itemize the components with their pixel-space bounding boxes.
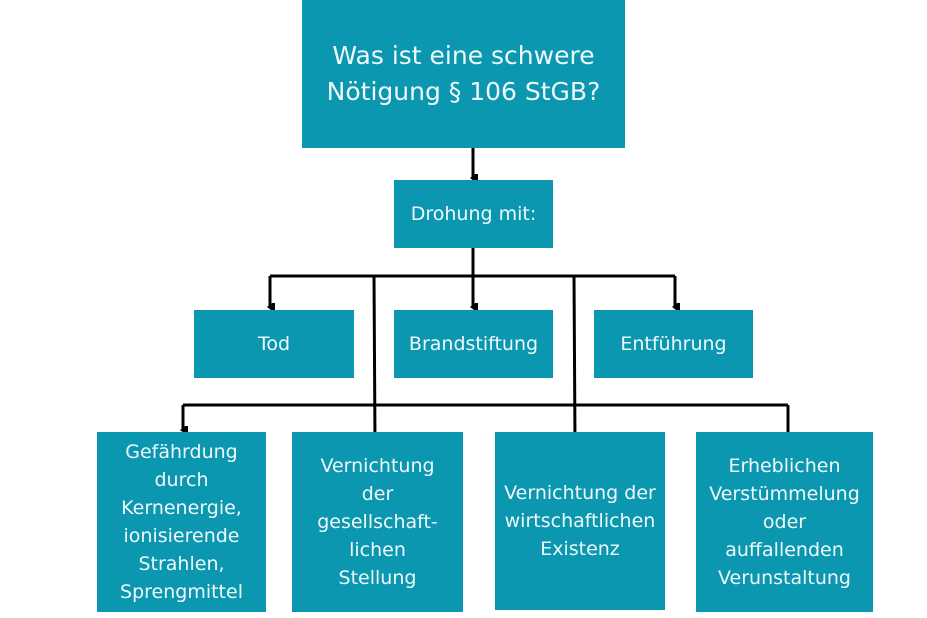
box-tod: Tod: [194, 310, 354, 378]
threat-text: Drohung mit:: [410, 203, 537, 225]
box-gesellschaftlich: Vernichtung der gesellschaft-lichen Stel…: [292, 432, 463, 612]
box-label: Vernichtung der gesellschaft-lichen Stel…: [317, 455, 438, 589]
box-label: Vernichtung der wirtschaftlichen Existen…: [504, 482, 656, 560]
box-label: Entführung: [620, 333, 727, 355]
box-entfuehrung: Entführung: [594, 310, 753, 378]
title-box: Was ist eine schwere Nötigung § 106 StGB…: [302, 0, 625, 148]
box-label: Erheblichen Verstümmelung oder auffallen…: [709, 455, 860, 589]
title-text: Was ist eine schwere Nötigung § 106 StGB…: [326, 41, 601, 106]
box-label: Gefährdung durch Kernenergie, ionisieren…: [120, 441, 243, 603]
box-label: Brandstiftung: [408, 333, 539, 355]
box-kernenergie: Gefährdung durch Kernenergie, ionisieren…: [97, 432, 266, 612]
box-label: Tod: [257, 333, 291, 355]
box-brandstiftung: Brandstiftung: [394, 310, 553, 378]
threat-box: Drohung mit:: [394, 180, 553, 248]
box-wirtschaftlich: Vernichtung der wirtschaftlichen Existen…: [495, 432, 665, 610]
box-verstuemmelung: Erheblichen Verstümmelung oder auffallen…: [696, 432, 873, 612]
